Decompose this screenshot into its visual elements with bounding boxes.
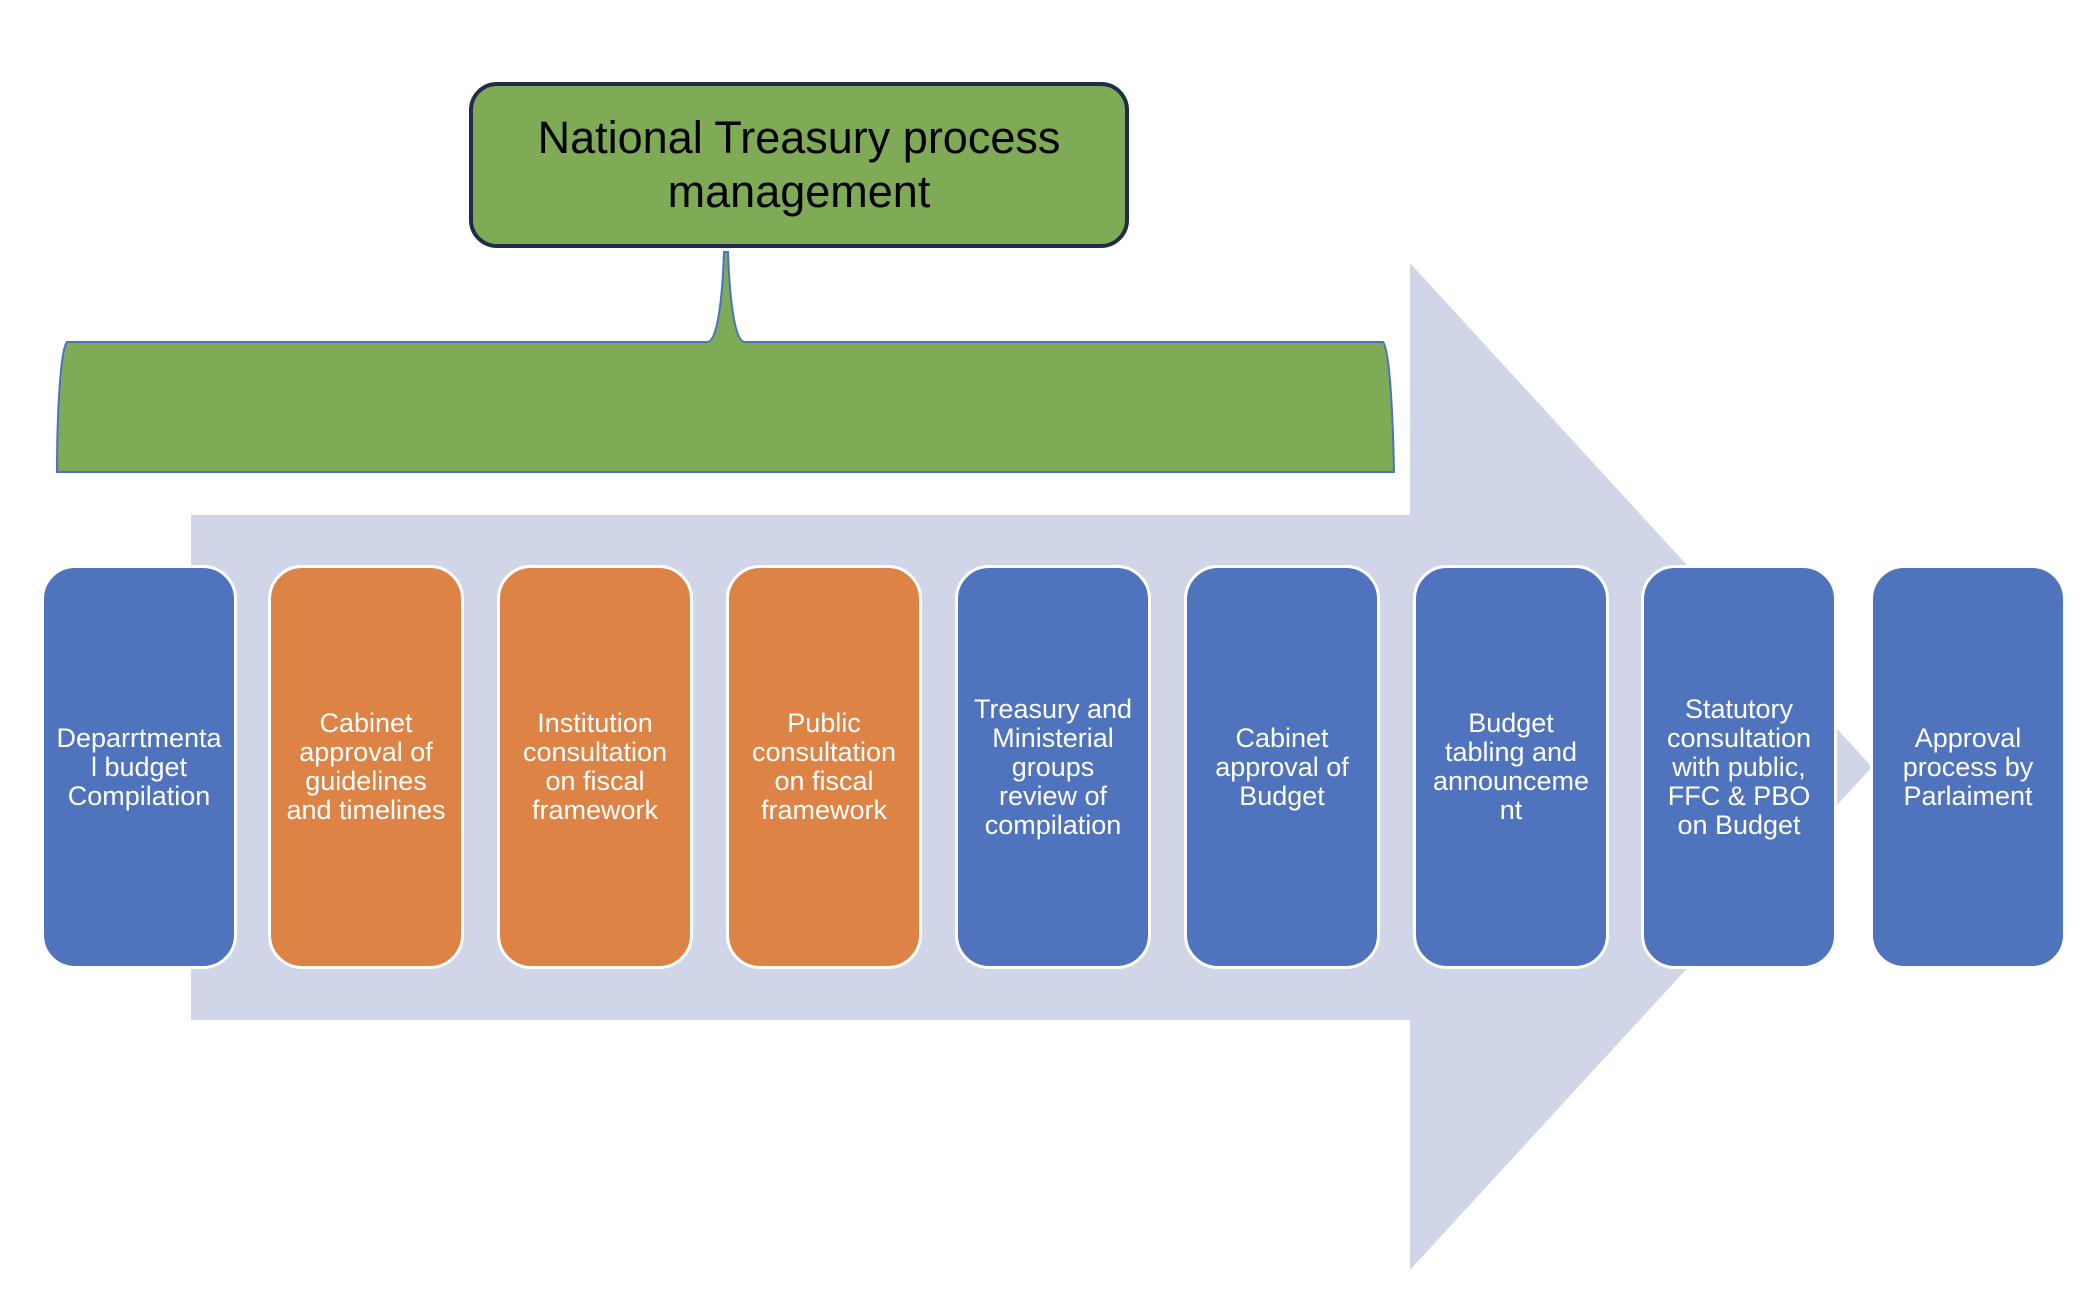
step-8-statutory-consultation: Statutory consultation with public, FFC … [1641, 565, 1837, 969]
title-text: National Treasury process management [537, 112, 1061, 217]
step-label: Approval process by Parlaiment [1902, 722, 2034, 811]
step-1-departmental-budget-compilation: Deparrtmental budget Compilation [41, 565, 237, 969]
step-5-treasury-ministerial-review: Treasury and Ministerial groups review o… [955, 565, 1151, 969]
step-7-budget-tabling: Budget tabling and announcement [1413, 565, 1609, 969]
step-4-public-consultation: Public consultation on fiscal framework [726, 565, 922, 969]
step-label: Budget tabling and announcement [1432, 708, 1590, 825]
step-label: Public consultation on fiscal framework [751, 708, 897, 825]
step-3-institution-consultation: Institution consultation on fiscal frame… [497, 565, 693, 969]
step-label: Treasury and Ministerial groups review o… [973, 693, 1133, 840]
step-2-cabinet-approval-guidelines: Cabinet approval of guidelines and timel… [268, 565, 464, 969]
title-box: National Treasury process management [469, 82, 1129, 248]
step-label: Institution consultation on fiscal frame… [522, 708, 668, 825]
curly-brace [55, 251, 1396, 473]
step-label: Deparrtmental budget Compilation [56, 722, 222, 811]
step-6-cabinet-approval-budget: Cabinet approval of Budget [1184, 565, 1380, 969]
step-label: Cabinet approval of guidelines and timel… [286, 708, 446, 825]
step-label: Statutory consultation with public, FFC … [1666, 693, 1812, 840]
step-label: Cabinet approval of Budget [1215, 722, 1349, 811]
step-9-parliament-approval: Approval process by Parlaiment [1870, 565, 2066, 969]
